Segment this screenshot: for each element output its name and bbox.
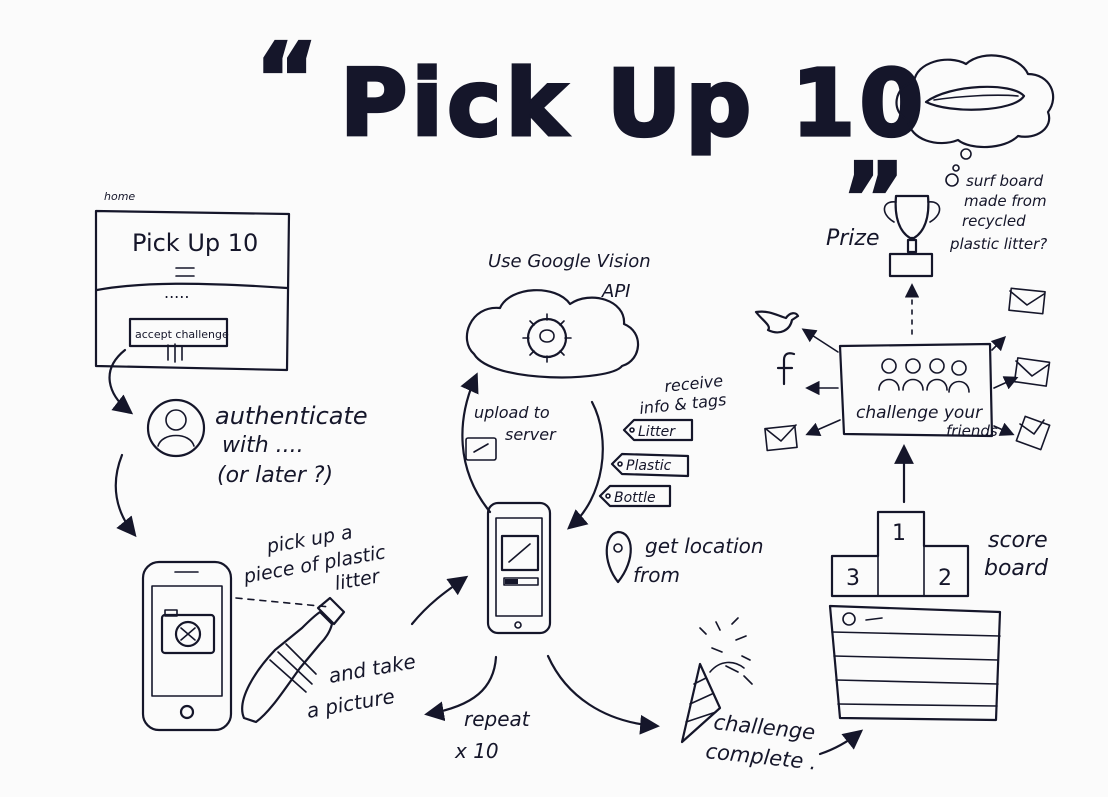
home-screen-dots: ..... xyxy=(164,283,189,302)
vision-line1: Use Google Vision xyxy=(488,251,651,272)
take-picture-text: and take a picture xyxy=(305,649,418,723)
surfboard-icon xyxy=(924,85,1026,111)
prize-note: surf board made from recycled plastic li… xyxy=(945,172,1047,253)
title-quote-open: “ xyxy=(255,23,318,135)
prize-label: Prize xyxy=(826,226,880,251)
tag-bottle-label: Bottle xyxy=(614,490,656,506)
tag-litter: Litter xyxy=(622,418,694,442)
image-file-icon xyxy=(465,437,497,461)
prize-note-line1: surf board xyxy=(966,172,1044,190)
home-screen-wave xyxy=(95,282,289,292)
home-screen-title: Pick Up 10 xyxy=(132,229,258,257)
repeat-line1: repeat xyxy=(464,707,531,731)
phone-result-sketch xyxy=(486,501,552,635)
take-line2: a picture xyxy=(305,684,397,723)
plastic-bottle-icon xyxy=(241,596,346,724)
podium-first: 1 xyxy=(892,521,906,546)
camera-icon xyxy=(160,613,216,655)
prize-note-line4: plastic litter? xyxy=(949,235,1047,253)
complete-line2: complete . xyxy=(704,739,817,775)
repeat-line2: x 10 xyxy=(454,739,499,763)
email-icon-left xyxy=(764,424,798,452)
email-icon-right-2 xyxy=(1013,357,1051,387)
tag-bottle: Bottle xyxy=(598,484,672,508)
authenticate-step: authenticate with .... (or later ?) xyxy=(146,398,368,488)
upload-line2: server xyxy=(505,425,557,444)
surfboard-thought-bubble xyxy=(895,54,1055,172)
phone-camera-sketch xyxy=(141,560,233,732)
scoreboard-line1: score xyxy=(988,528,1048,553)
scoreboard-line2: board xyxy=(984,556,1049,581)
authenticate-line2: with .... xyxy=(222,433,304,458)
take-line1: and take xyxy=(327,649,418,688)
challenge-complete-text: challenge complete . xyxy=(704,710,817,775)
party-popper-icon xyxy=(680,617,753,744)
receive-text: receive info & tags xyxy=(638,371,727,418)
receive-line2: info & tags xyxy=(638,390,727,418)
upload-line1: upload to xyxy=(474,403,550,422)
challenge-line2: friends xyxy=(946,422,998,440)
tag-litter-label: Litter xyxy=(638,424,676,440)
prize-note-line2: made from xyxy=(964,192,1047,210)
podium-third: 3 xyxy=(846,566,860,591)
photo-icon xyxy=(500,534,540,572)
friends-group-icon xyxy=(878,358,970,393)
tag-plastic: Plastic xyxy=(610,452,690,478)
complete-line1: challenge xyxy=(712,710,816,745)
scoreboard-list-sketch xyxy=(828,604,1002,722)
twitter-bird-icon xyxy=(754,310,800,334)
podium-icon: 1 2 3 xyxy=(830,510,970,598)
location-pin-icon xyxy=(605,530,632,584)
title-banner: “ Pick Up 10 ” xyxy=(253,21,927,256)
vision-line2: API xyxy=(601,281,630,302)
tap-finger-icon xyxy=(167,343,183,363)
repeat-text: repeat x 10 xyxy=(454,707,531,763)
google-vision-cloud: Use Google Vision API xyxy=(465,251,651,379)
pickup-text: pick up a piece of plastic litter xyxy=(241,521,388,595)
podium-second: 2 xyxy=(938,566,952,591)
location-text: get location from xyxy=(633,534,764,587)
email-icon-right-1 xyxy=(1008,287,1046,315)
facebook-icon xyxy=(776,352,796,386)
location-line1: get location xyxy=(645,534,764,558)
challenge-friends-box: challenge your friends xyxy=(838,342,998,440)
home-screen-sketch: home Pick Up 10 ..... accept challenge xyxy=(94,190,291,372)
trophy-icon xyxy=(883,194,941,278)
authenticate-line3: (or later ?) xyxy=(217,463,333,488)
tag-plastic-label: Plastic xyxy=(626,458,672,474)
email-icon-right-3 xyxy=(1015,415,1051,451)
title-text: Pick Up 10 xyxy=(340,50,927,157)
challenge-line1: challenge your xyxy=(856,403,983,423)
user-avatar-icon xyxy=(146,398,206,458)
upload-text: upload to server xyxy=(465,403,557,461)
location-line2: from xyxy=(633,563,680,587)
prize-note-line3: recycled xyxy=(962,212,1026,230)
scoreboard-text: score board xyxy=(984,528,1049,581)
authenticate-line1: authenticate xyxy=(215,402,368,430)
home-label: home xyxy=(104,190,135,203)
accept-challenge-button[interactable]: accept challenge xyxy=(135,328,229,341)
